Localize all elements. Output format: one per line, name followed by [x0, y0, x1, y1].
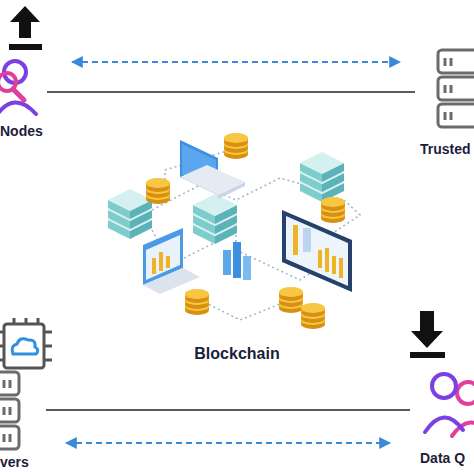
actor-node: Trusted — [418, 45, 474, 160]
actor-label: Data Q — [420, 450, 465, 467]
server-icon — [0, 372, 19, 449]
actor-node: Nodes — [0, 5, 62, 142]
server-icon — [438, 50, 474, 127]
cloud-chip-icon — [0, 318, 52, 368]
actor-label: vers — [0, 454, 29, 471]
actor-node: vers — [0, 318, 56, 474]
dashed-arrow — [72, 61, 400, 63]
link-line — [46, 409, 410, 411]
actor-label: Trusted — [420, 141, 471, 158]
actor-label: Nodes — [0, 123, 43, 140]
person-search-icon — [0, 61, 36, 116]
blockchain-illustration — [108, 133, 360, 329]
download-icon — [410, 311, 445, 358]
link-line — [47, 91, 415, 93]
upload-icon — [9, 6, 42, 50]
people-icon — [425, 374, 474, 436]
actor-node: Data Q — [410, 300, 474, 474]
caption-label: Blockchain — [177, 344, 297, 363]
dashed-arrow — [66, 442, 390, 444]
